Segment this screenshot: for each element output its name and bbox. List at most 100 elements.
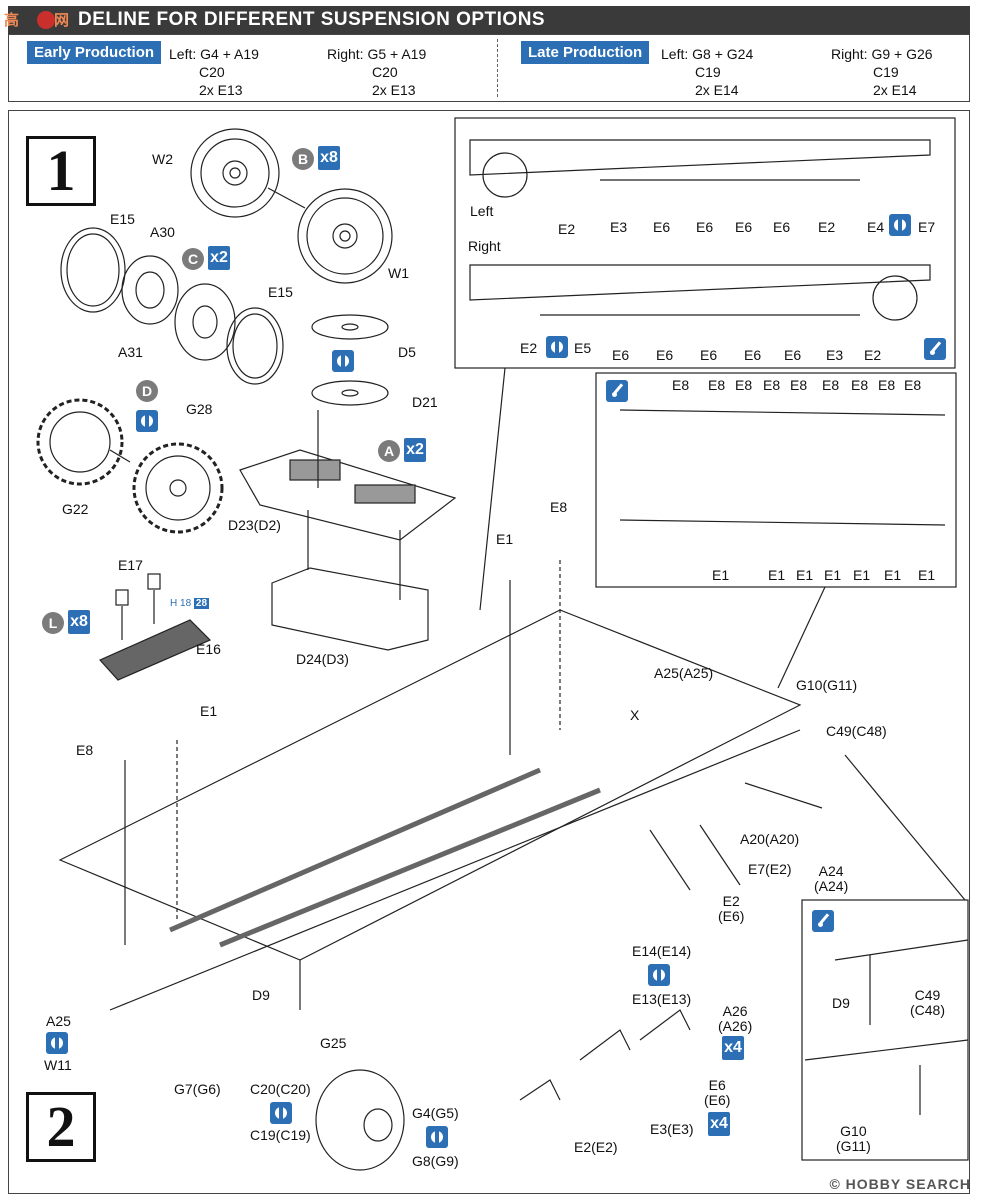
track-link-e16 xyxy=(99,619,212,681)
instruction-panel xyxy=(8,110,970,1194)
swing-arms xyxy=(519,824,741,1101)
label-a30: A30 xyxy=(150,224,175,240)
site-logo: 高 网 xyxy=(4,11,69,29)
block-d24 xyxy=(271,567,429,651)
left-arm-label: E7 xyxy=(918,219,936,235)
label-e8-left: E8 xyxy=(76,742,94,758)
label-g10: G10(G11) xyxy=(796,677,858,693)
glue-icon xyxy=(812,910,834,932)
right-arm-label: E5 xyxy=(574,340,592,356)
e8-label: E8 xyxy=(708,377,726,393)
label-d23: D23(D2) xyxy=(228,517,281,533)
tyre-e15-left xyxy=(60,227,126,313)
badge-x8: x8 xyxy=(68,610,90,634)
hull-bottom xyxy=(58,609,802,1011)
badge-sprue-c: C xyxy=(182,248,204,270)
label-w11: W11 xyxy=(44,1057,72,1073)
sprocket-g28 xyxy=(132,442,224,534)
step-number-1: 1 xyxy=(26,136,96,206)
label-x: X xyxy=(630,707,640,723)
label-g7: G7(G6) xyxy=(174,1081,221,1097)
badge-sprue-d: D xyxy=(136,380,158,402)
badge-sprue-b: B xyxy=(292,148,314,170)
hub-a30 xyxy=(121,255,179,325)
wheel-w2 xyxy=(190,128,280,218)
final-drive-cover xyxy=(315,1069,405,1171)
e8-label: E8 xyxy=(878,377,896,393)
left-arm-label: E6 xyxy=(773,219,791,235)
housing-d23 xyxy=(239,449,457,541)
right-arm-label: E6 xyxy=(700,347,718,363)
label-w1: W1 xyxy=(388,265,409,281)
label-a24: A24(A24) xyxy=(814,863,849,894)
label-g8: G8(G9) xyxy=(412,1153,459,1169)
inset-bottom-plate xyxy=(801,899,969,1161)
plate-c49 xyxy=(834,939,969,961)
label-e14: E14(E14) xyxy=(632,943,692,959)
plate-g10 xyxy=(804,1039,969,1061)
left-drive-sprocket xyxy=(482,152,528,198)
left-arm-label: E6 xyxy=(735,219,753,235)
label-e6: E6(E6) xyxy=(704,1077,731,1108)
left-arm-label: E2 xyxy=(818,219,836,235)
left-arm-label: E4 xyxy=(867,219,885,235)
e8-label: E8 xyxy=(851,377,869,393)
divider xyxy=(497,39,498,97)
svg-text:网: 网 xyxy=(54,11,69,29)
title-banner: 高 网 DELINE FOR DIFFERENT SUSPENSION OPTI… xyxy=(4,6,970,34)
e8-label: E8 xyxy=(790,377,808,393)
early-left: Left: G4 + A19 C20 2x E13 xyxy=(169,46,259,98)
right-arm-label: E6 xyxy=(744,347,762,363)
label-e15: E15 xyxy=(110,211,135,227)
late-production-tag: Late Production xyxy=(521,41,650,64)
page-ref: H 18 28 xyxy=(170,598,210,609)
right-arm-label: E2 xyxy=(864,347,882,363)
glue-icon xyxy=(924,338,946,360)
wheel-a31 xyxy=(174,283,236,361)
late-left: Left: G8 + G24 C19 2x E14 xyxy=(661,46,754,98)
svg-text:高: 高 xyxy=(4,11,19,29)
inset-left-title: Left xyxy=(470,203,494,219)
badge-x2: x2 xyxy=(208,246,230,270)
both-sides-icon xyxy=(46,1032,68,1054)
badge-x4: x4 xyxy=(708,1112,730,1136)
label-e3: E3(E3) xyxy=(650,1121,694,1137)
callout-line xyxy=(479,367,506,611)
right-arm-label: E6 xyxy=(784,347,802,363)
arrow xyxy=(109,449,131,463)
label-d24: D24(D3) xyxy=(296,651,349,667)
both-sides-icon xyxy=(332,350,354,372)
both-sides-icon xyxy=(426,1126,448,1148)
both-sides-icon xyxy=(889,214,911,236)
label-e1-left: E1 xyxy=(200,703,218,719)
label-c49: C49(C48) xyxy=(826,723,887,739)
e1-label: E1 xyxy=(918,567,936,583)
label-e1-top: E1 xyxy=(496,531,514,547)
right-idler-wheel xyxy=(872,275,918,321)
label-a20: A20(A20) xyxy=(740,831,800,847)
label-g4: G4(G5) xyxy=(412,1105,459,1121)
label-a25-w: A25 xyxy=(46,1013,71,1029)
badge-x2: x2 xyxy=(404,438,426,462)
page-title: DELINE FOR DIFFERENT SUSPENSION OPTIONS xyxy=(78,9,546,30)
e1-label: E1 xyxy=(796,567,814,583)
torsion-frame-top xyxy=(619,409,946,416)
right-hull-side xyxy=(469,264,931,301)
e8-label: E8 xyxy=(822,377,840,393)
right-arm-label: E6 xyxy=(612,347,630,363)
label-g25: G25 xyxy=(320,1035,347,1051)
e8-label: E8 xyxy=(672,377,690,393)
torsion-bar-rows xyxy=(169,767,601,948)
wheel-w1 xyxy=(297,188,393,284)
right-arm-label: E3 xyxy=(826,347,844,363)
inset-suspension-layout xyxy=(454,117,956,369)
e8-label: E8 xyxy=(763,377,781,393)
e1-label: E1 xyxy=(853,567,871,583)
badge-sprue-a: A xyxy=(378,440,400,462)
label-g22: G22 xyxy=(62,501,89,517)
callout-line xyxy=(777,586,826,689)
tyre-e15-right xyxy=(226,307,284,385)
label-d9: D9 xyxy=(252,987,270,1003)
inset-torsion-bars xyxy=(595,372,957,588)
label-e17: E17 xyxy=(118,557,143,573)
